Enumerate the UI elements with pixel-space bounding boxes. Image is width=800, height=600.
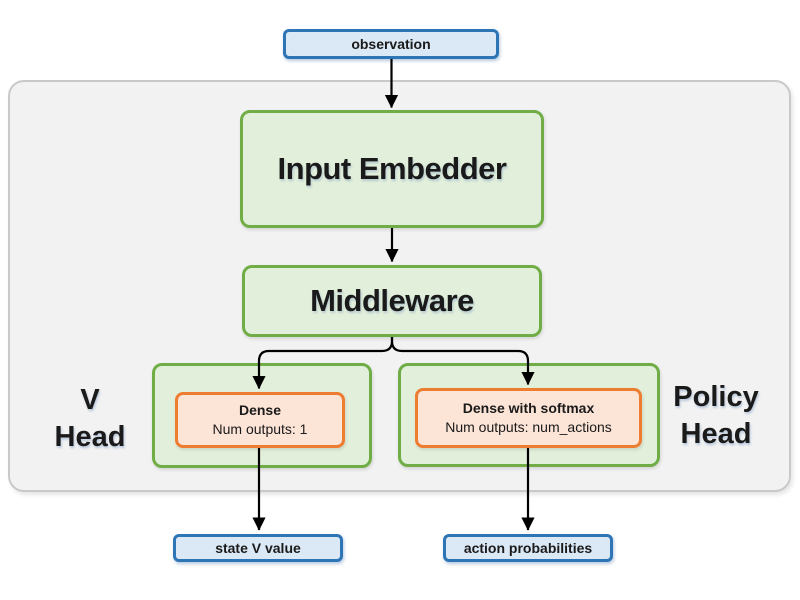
v-head-dense-title: Dense <box>238 402 282 418</box>
v-head-dense-subtitle: Num outputs: 1 <box>212 421 308 437</box>
action-probabilities-label: action probabilities <box>463 540 593 556</box>
observation-node: observation <box>283 29 499 59</box>
policy-head-label-line1: Policy <box>673 381 759 413</box>
v-head-label-line1: V <box>80 384 100 416</box>
v-head-label: V Head <box>28 382 152 456</box>
input-embedder-node: Input Embedder <box>240 110 544 228</box>
v-head-dense-layer: Dense Num outputs: 1 <box>175 392 345 448</box>
state-v-value-label: state V value <box>215 540 301 556</box>
policy-head-dense-layer: Dense with softmax Num outputs: num_acti… <box>415 388 642 448</box>
observation-label: observation <box>351 36 431 52</box>
state-v-value-node: state V value <box>173 534 343 562</box>
policy-head-label-line2: Head <box>680 418 752 450</box>
policy-head-dense-title: Dense with softmax <box>462 400 595 416</box>
policy-head-dense-subtitle: Num outputs: num_actions <box>445 419 612 435</box>
v-head-label-line2: Head <box>54 421 126 453</box>
policy-head-label: Policy Head <box>654 379 778 453</box>
input-embedder-label: Input Embedder <box>277 151 507 186</box>
middleware-node: Middleware <box>242 265 542 337</box>
middleware-label: Middleware <box>310 283 474 318</box>
action-probabilities-node: action probabilities <box>443 534 613 562</box>
